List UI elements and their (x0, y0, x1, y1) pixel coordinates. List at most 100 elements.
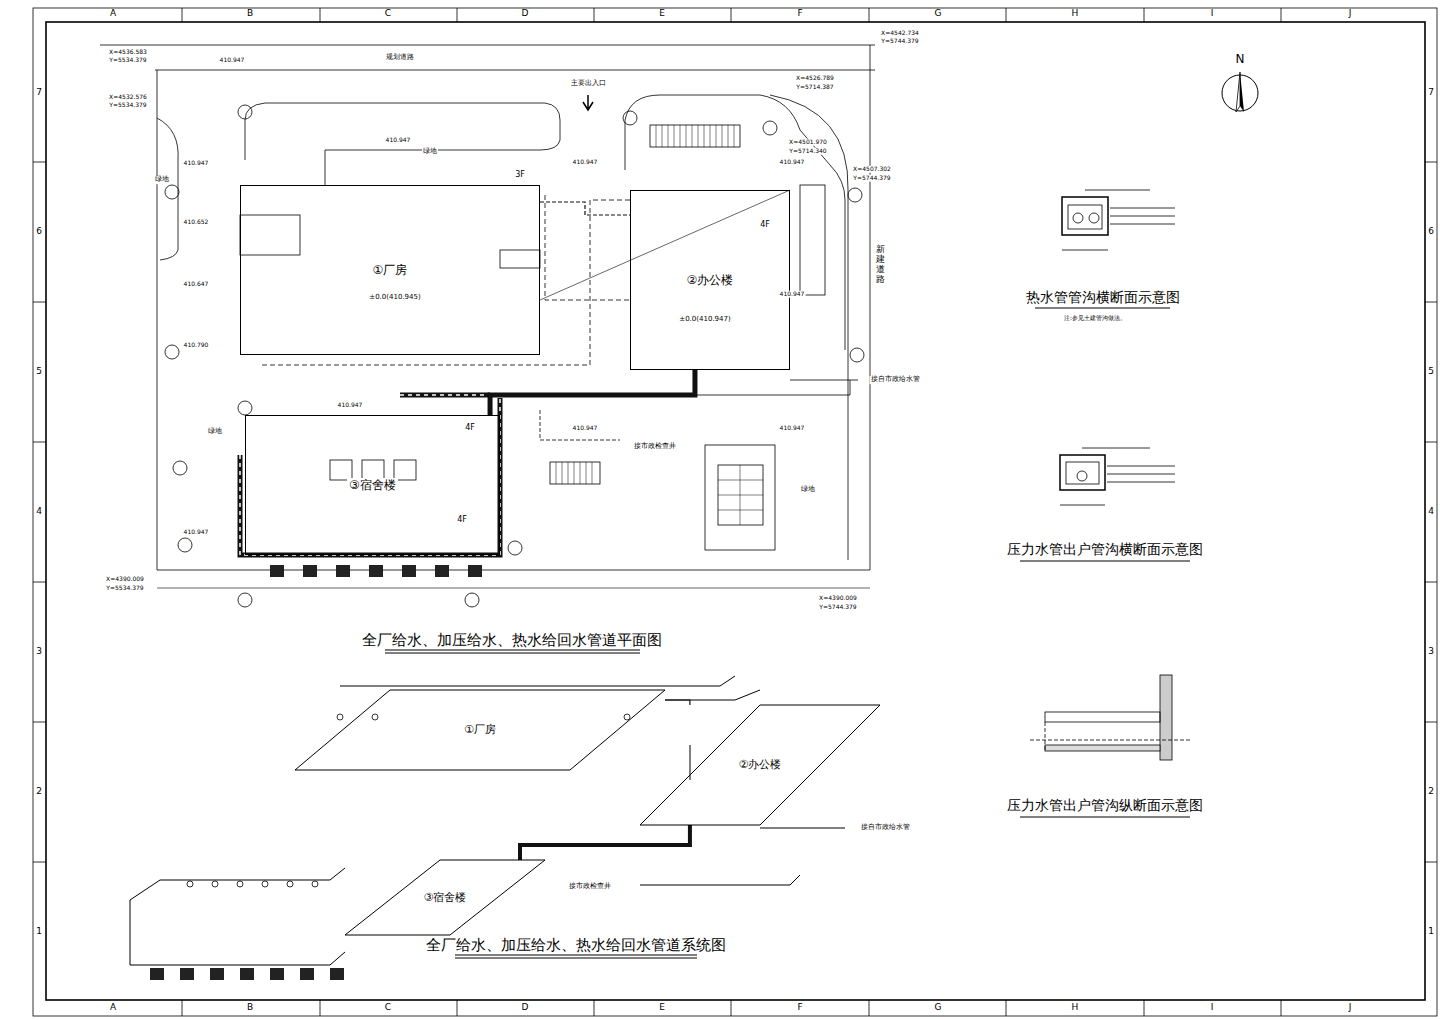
drawing-part (187, 881, 193, 887)
sheet-frame (33, 8, 1437, 1016)
drawing-part (165, 105, 864, 607)
building-outline: ③宿舍楼 (245, 415, 500, 555)
plan-note: 规划道路 (385, 54, 415, 62)
drawing-part (180, 968, 194, 980)
drawing-part (583, 95, 593, 110)
drawing-part (262, 200, 630, 365)
grid-reference: B (246, 9, 254, 19)
drawing-part (850, 348, 864, 362)
drawing-part (1240, 72, 1244, 112)
building-name: ②办公楼 (737, 758, 784, 771)
drawing-title: 压力水管出户管沟纵断面示意图 (1006, 798, 1204, 813)
drawing-part (1020, 817, 1190, 818)
grid-reference: G (934, 1003, 943, 1013)
grid-reference: 4 (1427, 507, 1435, 517)
drawing-part (1062, 197, 1108, 235)
drawing-part (245, 103, 560, 185)
plan-note: 绿地 (422, 148, 438, 156)
grid-reference: H (1071, 1003, 1080, 1013)
drawing-title: 全厂给水、加压给水、热水给回水管道系统图 (425, 937, 727, 954)
drawing-part (1077, 471, 1087, 481)
site-plan (100, 45, 875, 653)
building-outline: ①厂房 (240, 185, 540, 355)
elevation-note: ±0.0(410.945) (368, 294, 421, 302)
pipe-connector (665, 700, 690, 705)
grid-reference: 4 (35, 507, 43, 517)
pipe-connector (520, 825, 690, 860)
grid-reference: 3 (1427, 647, 1435, 657)
drawing-part (330, 968, 344, 980)
grid-reference: E (658, 1003, 666, 1013)
drawing-title: 注:参见土建管沟做法。 (1063, 315, 1127, 322)
drawing-part (178, 538, 192, 552)
grid-reference: F (796, 9, 803, 19)
drawing-part (1068, 205, 1102, 229)
building-name: ③宿舍楼 (422, 891, 469, 904)
drawing-part (1030, 722, 1190, 751)
pipe-connector (490, 370, 695, 415)
drawing-part (165, 185, 179, 199)
grid-reference: 7 (35, 88, 43, 98)
elevation-note: 410.947 (337, 402, 364, 409)
drawing-part (150, 968, 344, 980)
drawing-part (33, 8, 1437, 1016)
drawing-title: 热水管管沟横断面示意图 (1025, 290, 1181, 305)
grid-reference: E (658, 9, 666, 19)
floor-count: 4F (456, 516, 468, 525)
drawing-part (237, 881, 243, 887)
coordinate-note: Y=5534.379 (105, 585, 144, 592)
drawing-part (402, 565, 416, 577)
drawing-part (790, 380, 858, 381)
drawing-title: 全厂给水、加压给水、热水给回水管道平面图 (361, 632, 663, 649)
drawing-part (187, 714, 630, 887)
north-arrow (1222, 72, 1258, 112)
drawing-part (262, 881, 268, 887)
drawing-part (312, 881, 318, 887)
plan-note: 接自市政给水管 (870, 376, 921, 384)
building-name: ①厂房 (371, 263, 410, 277)
elevation-note: 410.947 (572, 425, 599, 432)
coordinate-note: X=4507.302 (852, 166, 892, 173)
drawing-part (540, 190, 790, 300)
coordinate-note: Y=5714.387 (795, 84, 834, 91)
grid-reference: A (109, 1003, 117, 1013)
elevation-note: 410.947 (385, 137, 412, 144)
drawing-part (238, 593, 252, 607)
floor-count: 4F (464, 424, 476, 433)
building-name: ①厂房 (462, 723, 498, 736)
coordinate-note: X=4536.583 (108, 49, 148, 56)
grid-reference: 2 (1427, 787, 1435, 797)
plan-note: 接市政检查井 (633, 443, 677, 451)
grid-reference: 3 (35, 647, 43, 657)
drawing-part (1062, 190, 1175, 250)
drawing-part (173, 461, 187, 475)
drawing-part (760, 828, 845, 829)
drawing-part (656, 125, 734, 147)
drawing-part (336, 565, 350, 577)
plan-note: 接市政检查井 (568, 883, 612, 891)
plan-note: 绿地 (207, 428, 223, 436)
coordinate-note: Y=5714.340 (788, 148, 827, 155)
building-isometric: ③宿舍楼 (345, 860, 545, 935)
drawing-part (718, 465, 763, 525)
parallelogram-outline (345, 860, 545, 935)
drawing-part (695, 380, 850, 395)
drawing-title: 压力水管出户管沟横断面示意图 (1006, 542, 1204, 557)
drawing-part (287, 881, 293, 887)
system-diagram (130, 676, 845, 980)
drawing-part (270, 968, 284, 980)
coordinate-note: X=4526.789 (795, 75, 835, 82)
drawing-part (303, 565, 317, 577)
drawing-part (705, 445, 775, 550)
grid-reference: 6 (35, 227, 43, 237)
grid-reference: 2 (35, 787, 43, 797)
drawing-part (624, 714, 630, 720)
parallelogram-outline (640, 705, 880, 825)
elevation-note: 410.947 (183, 529, 210, 536)
elevation-note: 410.947 (779, 159, 806, 166)
coordinate-note: X=4390.009 (818, 595, 858, 602)
coordinate-note: Y=5744.379 (818, 604, 857, 611)
drawing-part (240, 215, 300, 255)
